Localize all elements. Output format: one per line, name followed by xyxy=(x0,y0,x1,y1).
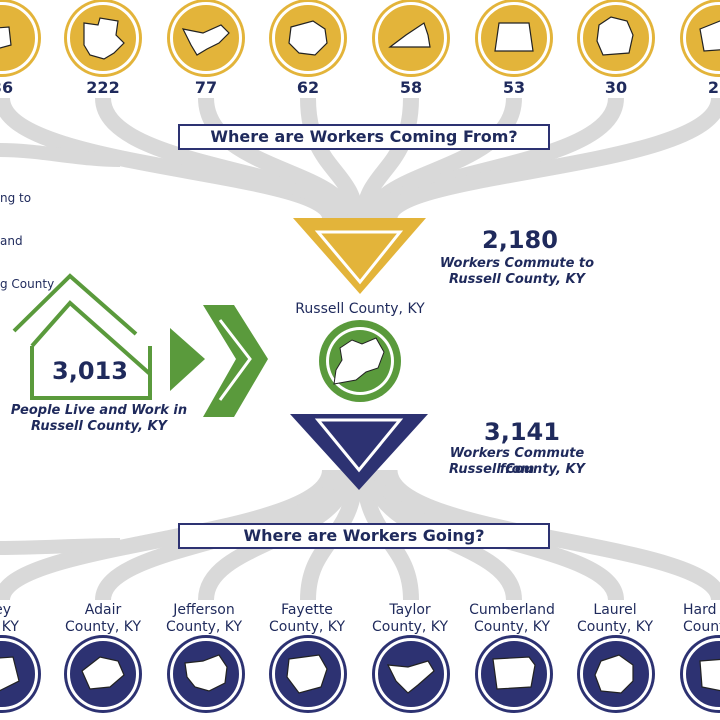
incoming-county-coin xyxy=(67,2,139,74)
incoming-total-label-line2: Russell County, KY xyxy=(449,272,585,287)
incoming-count: 53 xyxy=(502,78,526,97)
incoming-county-coin xyxy=(580,2,652,74)
destination-state: County, KY xyxy=(269,619,345,635)
local-total: 3,013 xyxy=(52,357,128,385)
incoming-count: 30 xyxy=(604,78,628,97)
destination-name: Hard xyxy=(683,602,717,618)
incoming-county-coin xyxy=(478,2,550,74)
county-shape-icon xyxy=(699,658,720,692)
destination-name: Adair xyxy=(84,602,122,618)
destination-name: Fayette xyxy=(281,602,333,618)
outgoing-county-coin xyxy=(67,638,139,710)
russell-county-shape-icon xyxy=(333,337,385,385)
county-shape-icon xyxy=(0,26,12,49)
destination-state: County, KY xyxy=(474,619,550,635)
outgoing-total: 3,141 xyxy=(484,418,560,446)
destination-state: ty, KY xyxy=(0,619,19,635)
outgoing-total-label-line2: Russell County, KY xyxy=(449,462,585,477)
destination-state: County, KY xyxy=(65,619,141,635)
outgoing-section-title: Where are Workers Going? xyxy=(178,523,550,549)
legend-line: ng to xyxy=(0,191,32,205)
legend-line: g County xyxy=(0,277,55,291)
outgoing-county-coin xyxy=(683,638,720,710)
county-shape-icon xyxy=(286,654,328,694)
outgoing-county-coin xyxy=(478,638,550,710)
county-shape-icon xyxy=(386,660,435,694)
outgoing-flow-ribbon xyxy=(0,468,338,602)
county-shape-icon xyxy=(594,654,634,694)
county-shape-icon xyxy=(492,656,536,690)
county-shape-icon xyxy=(184,654,228,692)
incoming-flow-ribbon xyxy=(356,97,419,219)
incoming-count: 222 xyxy=(86,78,120,97)
outgoing-county-coin xyxy=(170,638,242,710)
county-shape-icon xyxy=(596,16,634,56)
local-label-line2: Russell County, KY xyxy=(31,419,167,434)
destination-label: HardCount xyxy=(663,602,720,636)
incoming-county-coin xyxy=(375,2,447,74)
county-shape-icon xyxy=(388,22,431,48)
incoming-county-coin xyxy=(272,2,344,74)
county-shape-icon xyxy=(81,656,125,690)
destination-name: sey xyxy=(0,602,12,618)
incoming-count: 28 xyxy=(707,78,720,97)
destination-state: County, KY xyxy=(577,619,653,635)
incoming-count: 36 xyxy=(0,78,14,97)
incoming-flow-ribbon xyxy=(364,97,522,220)
outgoing-chevron-icon xyxy=(290,414,428,490)
county-shape-icon xyxy=(494,22,534,52)
double-arrow-icon xyxy=(170,305,268,417)
destination-state: Count xyxy=(683,619,720,635)
county-shape-icon xyxy=(699,20,720,52)
destination-name: Jefferson xyxy=(173,602,235,618)
county-shape-icon xyxy=(288,20,328,56)
outgoing-county-coin xyxy=(375,638,447,710)
legend-line: and xyxy=(0,234,23,248)
incoming-chevron-icon xyxy=(293,218,426,294)
incoming-flow-ribbon xyxy=(300,97,364,219)
incoming-county-coin xyxy=(170,2,242,74)
incoming-flow-ribbon xyxy=(381,96,720,221)
incoming-count: 58 xyxy=(399,78,423,97)
outgoing-flow-ribbon xyxy=(381,468,720,602)
outgoing-county-coin xyxy=(580,638,652,710)
house-icon xyxy=(12,273,152,400)
destination-label: seyty, KY xyxy=(0,602,54,636)
destination-name: Laurel xyxy=(593,602,637,618)
county-shape-icon xyxy=(83,17,125,60)
incoming-section-title: Where are Workers Coming From? xyxy=(178,124,550,150)
destination-name: Taylor xyxy=(389,602,431,618)
incoming-flow-ribbon xyxy=(95,96,347,220)
center-county-label: Russell County, KY xyxy=(295,301,425,317)
incoming-total: 2,180 xyxy=(482,226,558,254)
destination-state: County, KY xyxy=(372,619,448,635)
destination-name: Cumberland xyxy=(469,602,555,618)
incoming-count: 77 xyxy=(194,78,218,97)
local-label-line1: People Live and Work in xyxy=(10,403,188,418)
incoming-flow-ribbon xyxy=(198,97,355,220)
county-shape-icon xyxy=(0,656,20,692)
county-shape-icon xyxy=(181,24,230,56)
incoming-total-label-line1: Workers Commute to xyxy=(439,256,595,271)
destination-state: County, KY xyxy=(166,619,242,635)
outgoing-county-coin xyxy=(0,638,38,710)
outgoing-county-coin xyxy=(272,638,344,710)
outgoing-total-label-line1: Workers Commute from xyxy=(449,446,585,477)
russell-county-coin xyxy=(319,320,401,402)
incoming-count: 62 xyxy=(296,78,320,97)
